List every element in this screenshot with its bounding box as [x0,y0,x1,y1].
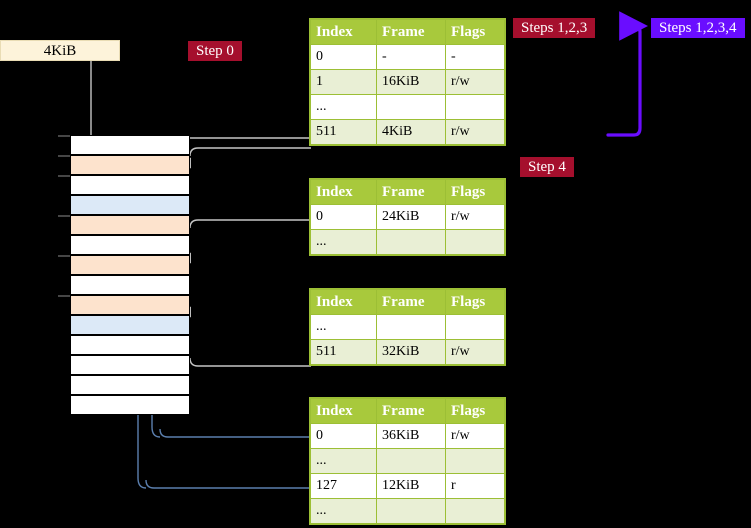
column-header-index: Index [310,398,377,424]
column-header-flags: Flags [445,179,505,205]
cell-index: ... [310,498,377,524]
physical-memory-column [70,135,190,415]
step4-badge: Step 4 [520,157,574,177]
column-header-frame: Frame [376,398,446,424]
cell-index: 511 [310,339,377,365]
cell-frame: 16KiB [376,69,446,95]
step0-badge: Step 0 [188,41,242,61]
cell-flags: r/w [445,204,505,230]
cell-index: ... [310,229,377,255]
column-header-flags: Flags [445,289,505,315]
memory-frame-12 [70,375,190,395]
cell-frame: 12KiB [376,473,446,499]
memory-frame-0 [70,135,190,155]
column-header-frame: Frame [376,19,446,45]
cell-frame: 24KiB [376,204,446,230]
memory-frame-13 [70,395,190,415]
steps-123-badge: Steps 1,2,3 [513,18,596,38]
cell-index: ... [310,94,377,120]
cell-index: 0 [310,44,377,70]
cell-flags: r [445,473,505,499]
column-header-index: Index [310,289,377,315]
memory-frame-6 [70,255,190,275]
table-row: ... [310,498,505,524]
cell-frame [376,498,446,524]
column-header-index: Index [310,19,377,45]
cell-flags [445,94,505,120]
frame-size-box: 4KiB [0,40,120,61]
cell-flags [445,229,505,255]
memory-frame-2 [70,175,190,195]
column-header-frame: Frame [376,179,446,205]
cell-flags: r/w [445,69,505,95]
cell-frame [376,229,446,255]
column-header-flags: Flags [445,19,505,45]
cell-frame: 32KiB [376,339,446,365]
cell-index: ... [310,314,377,340]
cell-index: 1 [310,69,377,95]
memory-frame-3 [70,195,190,215]
cell-index: 511 [310,119,377,145]
cell-flags: r/w [445,119,505,145]
table-row: ... [310,448,505,474]
memory-frame-11 [70,355,190,375]
cell-flags [445,448,505,474]
cell-frame: 36KiB [376,423,446,449]
memory-frame-7 [70,275,190,295]
table-row: ... [310,229,505,255]
column-header-frame: Frame [376,289,446,315]
table-row: ... [310,314,505,340]
memory-frame-9 [70,315,190,335]
memory-frame-1 [70,155,190,175]
cell-frame [376,94,446,120]
cell-frame: 4KiB [376,119,446,145]
steps-1234-badge: Steps 1,2,3,4 [651,18,745,38]
table-row: ... [310,94,505,120]
cell-flags: r/w [445,339,505,365]
column-header-index: Index [310,179,377,205]
cell-index: 0 [310,204,377,230]
memory-frame-8 [70,295,190,315]
cell-flags [445,498,505,524]
cell-index: ... [310,448,377,474]
cell-index: 127 [310,473,377,499]
column-header-flags: Flags [445,398,505,424]
cell-frame: - [376,44,446,70]
memory-frame-4 [70,215,190,235]
cell-frame [376,448,446,474]
cell-flags: r/w [445,423,505,449]
cell-flags [445,314,505,340]
cell-index: 0 [310,423,377,449]
memory-frame-5 [70,235,190,255]
memory-frame-10 [70,335,190,355]
table-row: 0-- [310,44,505,70]
cell-frame [376,314,446,340]
cell-flags: - [445,44,505,70]
